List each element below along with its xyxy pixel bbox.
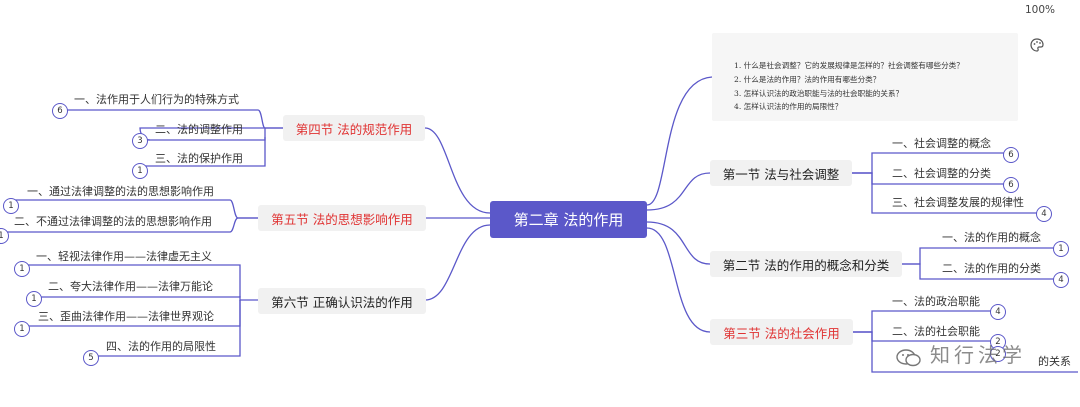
- leaf-topic[interactable]: 二、法的调整作用: [155, 123, 243, 136]
- zoom-level[interactable]: 100%: [1025, 4, 1056, 16]
- leaf-topic[interactable]: 二、夸大法律作用——法律万能论: [48, 280, 213, 293]
- leaf-topic[interactable]: 一、轻视法律作用——法律虚无主义: [36, 250, 212, 263]
- count-badge: 6: [1003, 147, 1019, 163]
- leaf-topic[interactable]: 三、社会调整发展的规律性: [892, 196, 1024, 209]
- section-4-topic[interactable]: 第四节 法的规范作用: [283, 115, 425, 141]
- count-badge: 6: [52, 103, 68, 119]
- section-3-topic[interactable]: 第三节 法的社会作用: [710, 319, 853, 345]
- leaf-topic[interactable]: 一、法作用于人们行为的特殊方式: [74, 93, 239, 106]
- count-badge: 4: [1053, 272, 1069, 288]
- chapter-questions-note[interactable]: 1. 什么是社会调整？它的发展规律是怎样的？社会调整有哪些分类？ 2. 什么是法…: [712, 33, 1018, 121]
- section-5-topic[interactable]: 第五节 法的思想影响作用: [258, 205, 426, 231]
- note-line: 1. 什么是社会调整？它的发展规律是怎样的？社会调整有哪些分类？: [734, 61, 964, 70]
- leaf-topic[interactable]: 四、法的作用的局限性: [106, 340, 216, 353]
- leaf-topic[interactable]: 二、法的社会职能: [892, 325, 980, 338]
- note-line: 3. 怎样认识法的政治职能与法的社会职能的关系？: [734, 89, 904, 98]
- palette-icon[interactable]: [1029, 37, 1045, 53]
- count-badge: 3: [132, 133, 148, 149]
- count-badge: 4: [990, 304, 1006, 320]
- section-1-topic[interactable]: 第一节 法与社会调整: [710, 160, 852, 186]
- leaf-topic[interactable]: 三、法的保护作用: [155, 152, 243, 165]
- leaf-topic[interactable]: 一、社会调整的概念: [892, 137, 991, 150]
- count-badge: 2: [990, 346, 1006, 362]
- note-line: 2. 什么是法的作用？法的作用有哪些分类？: [734, 75, 881, 84]
- watermark-text: 知行法学: [930, 343, 1026, 367]
- wechat-icon: [896, 348, 922, 368]
- leaf-topic[interactable]: 二、不通过法律调整的法的思想影响作用: [14, 215, 212, 228]
- leaf-topic[interactable]: 二、法的作用的分类: [942, 262, 1041, 275]
- count-badge: 5: [83, 350, 99, 366]
- count-badge: 1: [3, 198, 19, 214]
- section-6-topic[interactable]: 第六节 正确认识法的作用: [258, 288, 426, 314]
- leaf-topic[interactable]: 三、歪曲法律作用——法律世界观论: [38, 310, 214, 323]
- count-badge: 1: [1053, 241, 1069, 257]
- leaf-topic[interactable]: 一、通过法律调整的法的思想影响作用: [27, 185, 214, 198]
- central-topic[interactable]: 第二章 法的作用: [490, 201, 647, 238]
- leaf-topic[interactable]: 一、法的作用的概念: [942, 231, 1041, 244]
- leaf-topic[interactable]: 的关系: [1038, 355, 1071, 368]
- count-badge: 6: [1003, 177, 1019, 193]
- count-badge: 1: [26, 291, 42, 307]
- section-2-topic[interactable]: 第二节 法的作用的概念和分类: [710, 251, 902, 277]
- count-badge: 1: [132, 163, 148, 179]
- count-badge: 1: [14, 321, 30, 337]
- leaf-topic[interactable]: 二、社会调整的分类: [892, 167, 991, 180]
- count-badge: 4: [1036, 206, 1052, 222]
- leaf-topic[interactable]: 一、法的政治职能: [892, 295, 980, 308]
- count-badge: 1: [14, 261, 30, 277]
- note-line: 4. 怎样认识法的作用的局限性？: [734, 102, 843, 111]
